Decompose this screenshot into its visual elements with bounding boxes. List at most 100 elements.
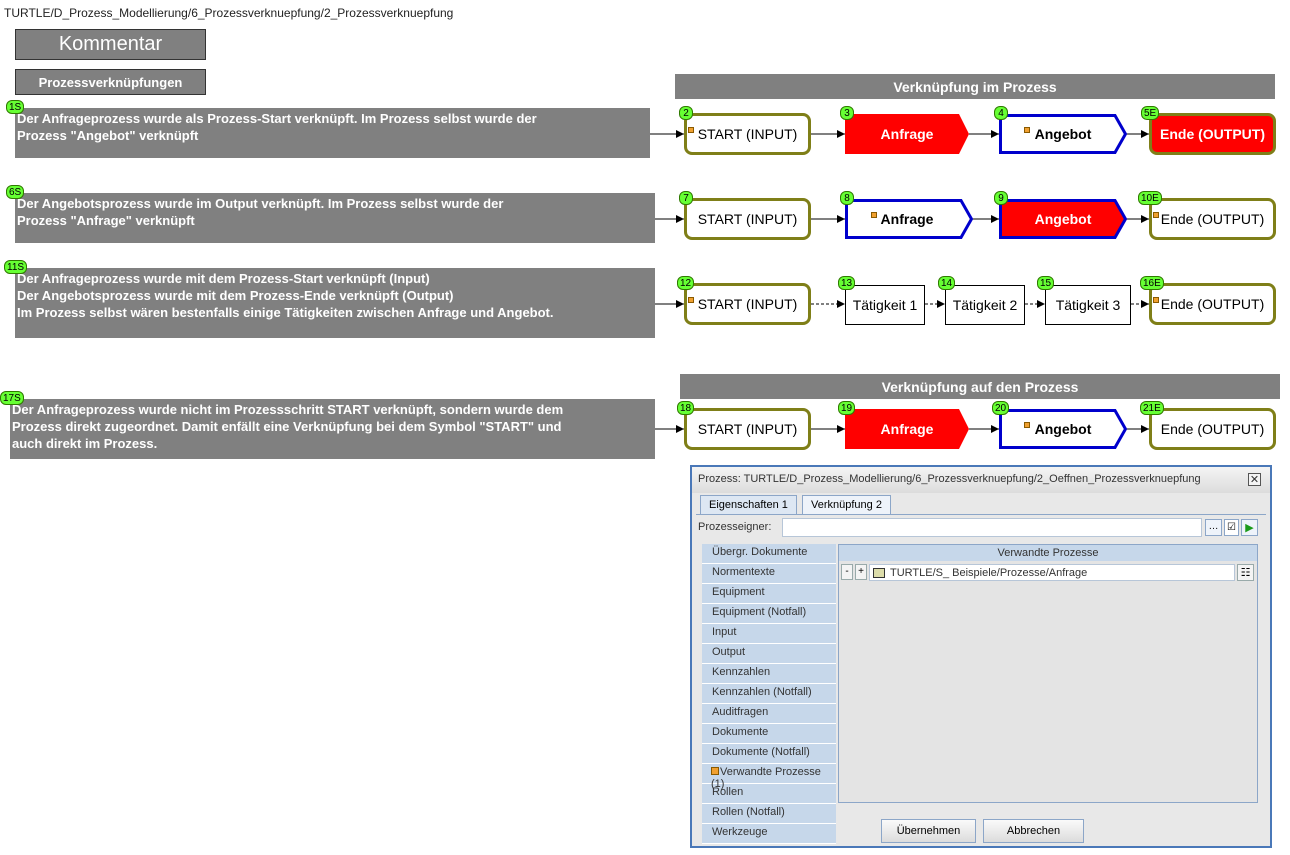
comment-line: Der Angebotsprozess wurde im Output verk… — [17, 196, 504, 211]
list-item[interactable]: Dokumente — [702, 724, 836, 744]
list-item[interactable]: Dokumente (Notfall) — [702, 744, 836, 764]
node-start-input[interactable]: START (INPUT) — [684, 283, 811, 325]
node-badge: 13 — [838, 276, 856, 290]
kommentar-button[interactable]: Kommentar — [15, 29, 206, 60]
tab-verknuepfung[interactable]: Verknüpfung 2 — [802, 495, 891, 514]
list-item[interactable]: Kennzahlen (Notfall) — [702, 684, 836, 704]
comment-badge: 6S — [6, 185, 25, 199]
link-marker-icon — [871, 212, 877, 218]
node-label: Anfrage — [880, 126, 934, 142]
node-taetigkeit-1[interactable]: Tätigkeit 1 — [845, 285, 925, 325]
node-taetigkeit-2[interactable]: Tätigkeit 2 — [945, 285, 1025, 325]
prozessverknuepfungen-button[interactable]: Prozessverknüpfungen — [15, 69, 206, 95]
node-badge: 4 — [994, 106, 1008, 120]
node-anfrage[interactable]: Anfrage — [845, 114, 969, 154]
related-panel: Verwandte Prozesse - + TURTLE/S_ Beispie… — [838, 544, 1258, 803]
node-badge: 5E — [1141, 106, 1160, 120]
list-item[interactable]: Equipment (Notfall) — [702, 604, 836, 624]
link-marker-icon — [688, 127, 694, 133]
node-badge: 2 — [679, 106, 693, 120]
close-icon[interactable]: ✕ — [1248, 473, 1261, 486]
node-label: START (INPUT) — [697, 421, 798, 437]
related-process-label: TURTLE/S_ Beispiele/Prozesse/Anfrage — [890, 567, 1088, 579]
node-angebot-shape — [999, 114, 1128, 154]
node-label: Ende (OUTPUT) — [1160, 296, 1265, 312]
node-badge: 15 — [1037, 276, 1055, 290]
comment-line: Prozess "Angebot" verknüpft — [17, 128, 199, 143]
node-label: Ende (OUTPUT) — [1160, 421, 1265, 437]
remove-button[interactable]: - — [841, 564, 853, 580]
node-angebot[interactable]: Angebot — [999, 199, 1127, 239]
abbrechen-button[interactable]: Abbrechen — [983, 819, 1084, 843]
comment-line: Prozess direkt zugeordnet. Damit enfällt… — [12, 419, 562, 434]
list-item[interactable]: Rollen — [702, 784, 836, 804]
node-angebot[interactable]: Angebot — [999, 409, 1127, 449]
node-angebot[interactable]: Angebot — [999, 114, 1127, 154]
node-badge: 20 — [992, 401, 1010, 415]
node-ende-output[interactable]: Ende (OUTPUT) — [1149, 283, 1276, 325]
checkbox-icon[interactable]: ☑ — [1224, 519, 1239, 536]
comment-box: Der Anfrageprozess wurde mit dem Prozess… — [15, 268, 655, 338]
add-button[interactable]: + — [855, 564, 867, 580]
prozesseigner-input[interactable] — [782, 518, 1202, 537]
list-item[interactable]: Auditfragen — [702, 704, 836, 724]
comment-box: Der Anfrageprozess wurde als Prozess-Sta… — [15, 108, 650, 158]
comment-line: Im Prozess selbst wären bestenfalls eini… — [17, 305, 554, 320]
node-anfrage[interactable]: Anfrage — [845, 199, 969, 239]
comment-box: Der Anfrageprozess wurde nicht im Prozes… — [10, 399, 655, 459]
tab-label: Verknüpfung 2 — [811, 499, 882, 511]
node-anfrage[interactable]: Anfrage — [845, 409, 969, 449]
node-taetigkeit-3[interactable]: Tätigkeit 3 — [1045, 285, 1131, 325]
node-badge: 7 — [679, 191, 693, 205]
node-label: Tätigkeit 3 — [1055, 297, 1121, 313]
comment-badge: 17S — [0, 391, 24, 405]
comment-badge: 1S — [6, 100, 25, 114]
node-label: START (INPUT) — [697, 296, 798, 312]
list-item-verwandte-prozesse[interactable]: Verwandte Prozesse (1) — [702, 764, 836, 790]
list-item[interactable]: Input — [702, 624, 836, 644]
node-anfrage-shape — [845, 409, 969, 449]
comment-line: Der Anfrageprozess wurde mit dem Prozess… — [17, 271, 430, 286]
list-item[interactable]: Übergr. Dokumente — [702, 544, 836, 564]
node-start-input[interactable]: START (INPUT) — [684, 113, 811, 155]
node-ende-output[interactable]: Ende (OUTPUT) — [1149, 198, 1276, 240]
node-label: START (INPUT) — [697, 211, 798, 227]
node-ende-output[interactable]: Ende (OUTPUT) — [1149, 113, 1276, 155]
link-marker-icon — [711, 767, 719, 775]
node-label: Tätigkeit 2 — [952, 297, 1018, 313]
panel-header: Verwandte Prozesse — [839, 545, 1257, 561]
play-icon[interactable]: ▶ — [1241, 519, 1258, 536]
node-anfrage-shape — [845, 114, 969, 154]
uebernehmen-button[interactable]: Übernehmen — [881, 819, 976, 843]
comment-line: auch direkt im Prozess. — [12, 436, 158, 451]
list-item[interactable]: Kennzahlen — [702, 664, 836, 684]
node-ende-output[interactable]: Ende (OUTPUT) — [1149, 408, 1276, 450]
node-angebot-shape — [999, 409, 1128, 449]
node-angebot-shape — [999, 199, 1128, 239]
related-process-entry[interactable]: TURTLE/S_ Beispiele/Prozesse/Anfrage — [869, 564, 1235, 581]
node-badge: 14 — [938, 276, 956, 290]
list-item[interactable]: Normentexte — [702, 564, 836, 584]
link-marker-icon — [1024, 127, 1030, 133]
breadcrumb: TURTLE/D_Prozess_Modellierung/6_Prozessv… — [4, 6, 454, 20]
node-start-input[interactable]: START (INPUT) — [684, 408, 811, 450]
node-badge: 19 — [838, 401, 856, 415]
tab-eigenschaften[interactable]: Eigenschaften 1 — [700, 495, 797, 514]
list-item[interactable]: Werkzeuge — [702, 824, 836, 844]
process-icon — [873, 568, 885, 578]
link-marker-icon — [1153, 212, 1159, 218]
comment-line: Prozess "Anfrage" verknüpft — [17, 213, 195, 228]
dialog-title: Prozess: TURTLE/D_Prozess_Modellierung/6… — [692, 467, 1270, 493]
node-badge: 9 — [994, 191, 1008, 205]
node-badge: 12 — [677, 276, 695, 290]
browse-button[interactable]: … — [1205, 519, 1222, 536]
button-label: Übernehmen — [896, 825, 961, 837]
list-item[interactable]: Rollen (Notfall) — [702, 804, 836, 824]
comment-line: Der Angebotsprozess wurde mit dem Prozes… — [17, 288, 454, 303]
link-marker-icon — [688, 297, 694, 303]
tree-icon[interactable]: ☷ — [1237, 564, 1254, 581]
list-item[interactable]: Output — [702, 644, 836, 664]
node-badge: 8 — [840, 191, 854, 205]
node-start-input[interactable]: START (INPUT) — [684, 198, 811, 240]
list-item[interactable]: Equipment — [702, 584, 836, 604]
